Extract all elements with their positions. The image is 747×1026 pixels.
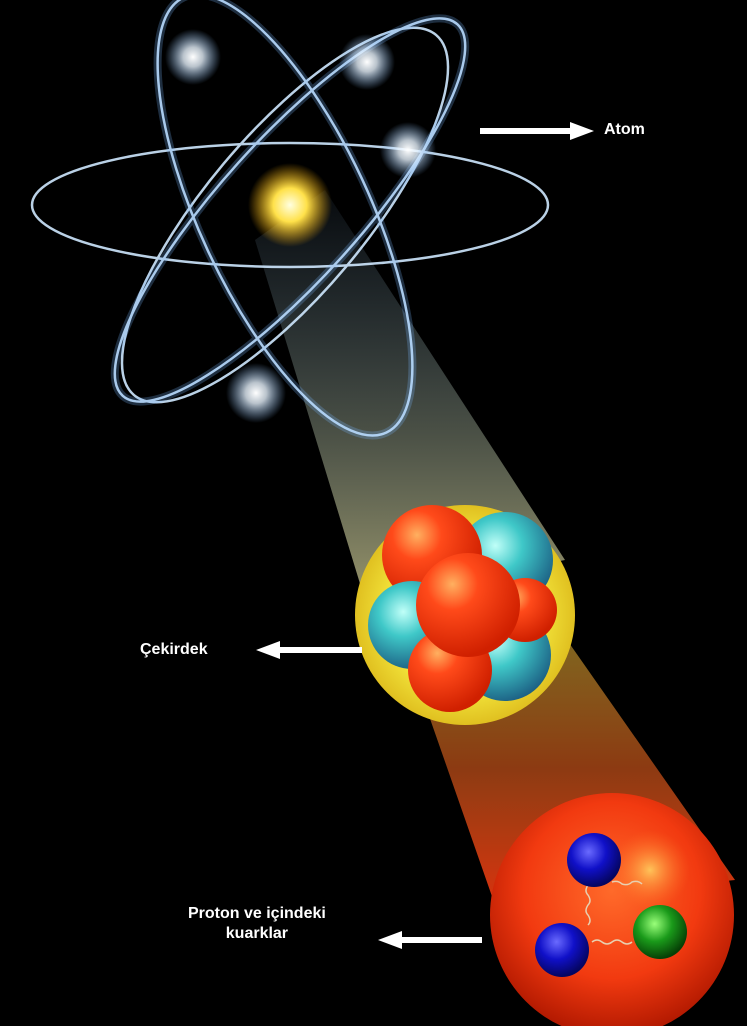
quark-blue [535, 923, 589, 977]
proton-detail [490, 793, 734, 1026]
nucleus [355, 505, 575, 725]
atom-label: Atom [604, 120, 645, 140]
left-arrow-icon [378, 931, 482, 949]
atom-core [248, 163, 332, 247]
electron [339, 34, 395, 90]
proton-quarks-label: Proton ve içindeki kuarklar [188, 904, 326, 944]
electron [165, 29, 221, 85]
proton-label-line1: Proton ve içindeki [188, 904, 326, 924]
nucleus-label: Çekirdek [140, 640, 208, 660]
proton-label-line2: kuarklar [188, 924, 326, 944]
electron [226, 363, 286, 423]
proton-sphere [490, 793, 734, 1026]
proton [416, 553, 520, 657]
right-arrow-icon [480, 122, 594, 140]
proton-highlight [610, 830, 690, 910]
electron [380, 122, 436, 178]
quark-blue [567, 833, 621, 887]
left-arrow-icon [256, 641, 362, 659]
quark-green [633, 905, 687, 959]
